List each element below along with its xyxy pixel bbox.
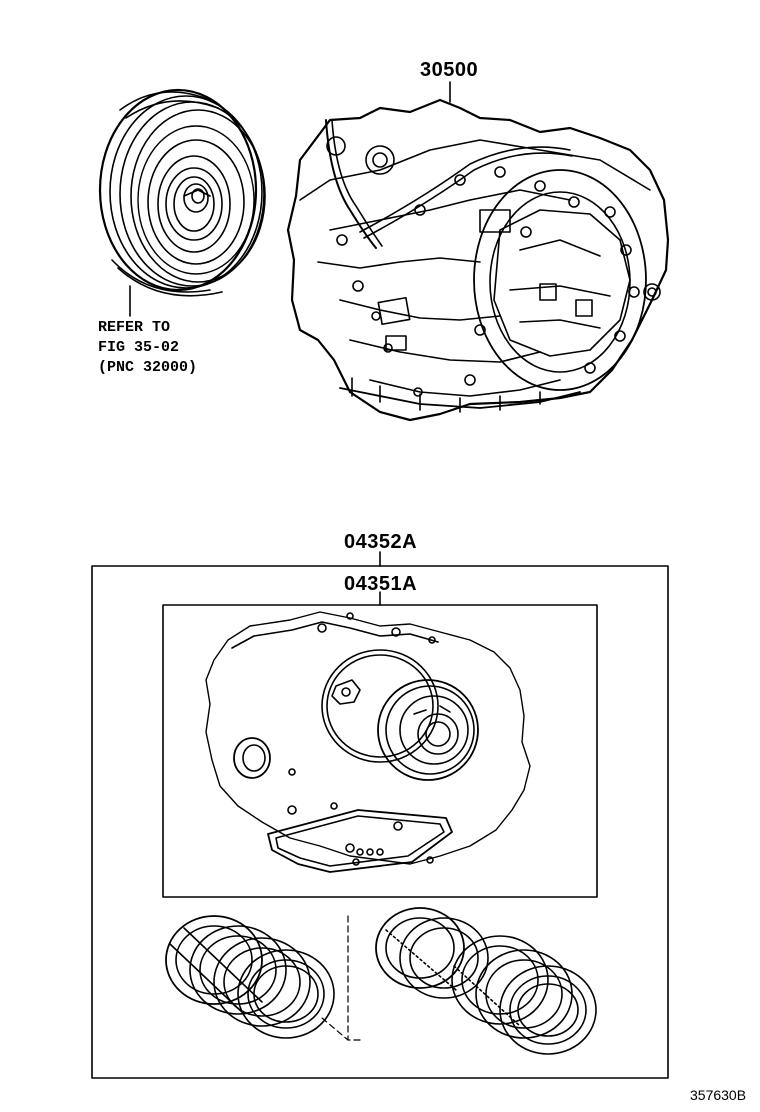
transaxle-assembly-illustration	[286, 81, 670, 422]
torque-converter-illustration	[98, 88, 266, 297]
clutch-pack-right	[375, 907, 597, 1055]
clutch-pack-left	[165, 915, 335, 1039]
reference-note-line3: (PNC 32000)	[98, 359, 198, 376]
reference-note-line1: REFER TO	[98, 319, 171, 336]
figure-id: 357630B	[690, 1087, 747, 1103]
overhaul-kit-frame	[91, 551, 669, 1079]
label-30500[interactable]: 30500	[420, 59, 479, 81]
label-04351A[interactable]: 04351A	[344, 573, 418, 595]
label-04352A[interactable]: 04352A	[344, 531, 418, 553]
reference-note[interactable]: REFER TO FIG 35-02 (PNC 32000)	[98, 318, 197, 378]
clutch-dashed-leader	[321, 915, 363, 1041]
gasket-kit-illustration	[205, 611, 531, 873]
reference-note-line2: FIG 35-02	[98, 339, 180, 356]
